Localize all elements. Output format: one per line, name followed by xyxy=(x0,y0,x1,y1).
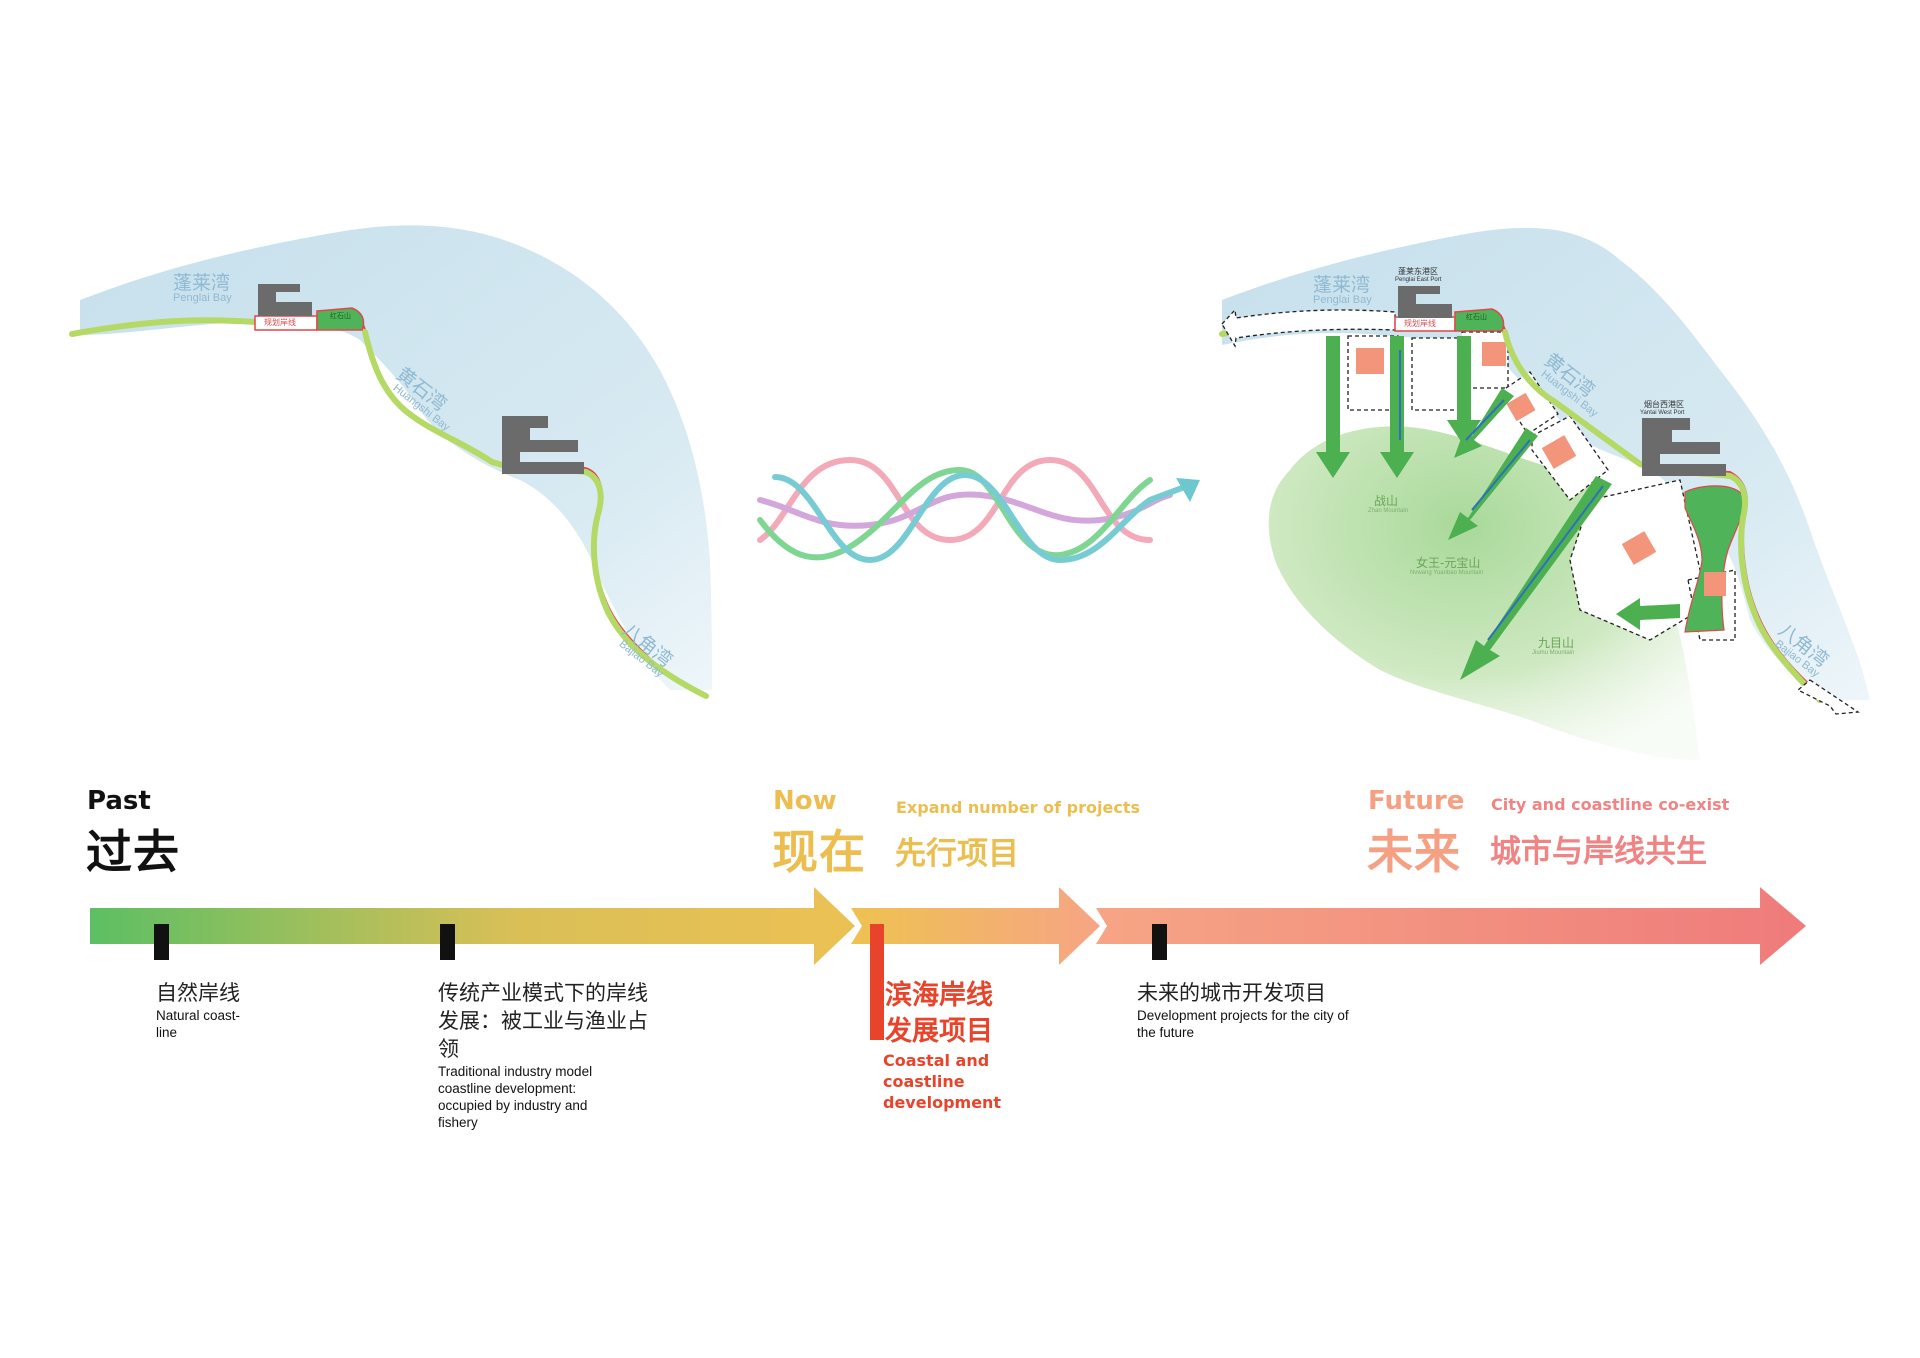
milestone-natural-en: Natural coast-line xyxy=(156,1008,241,1040)
milestone-industry-en: Traditional industry model coastline dev… xyxy=(438,1064,593,1130)
braid-pink xyxy=(757,456,1153,544)
future-green-arrow xyxy=(1460,476,1612,680)
future-project-squares xyxy=(1356,342,1726,596)
future-planning-label: 规划岸线 xyxy=(1404,319,1436,328)
future-water xyxy=(1222,227,1870,701)
future-dashed-arrow-right xyxy=(1796,679,1860,715)
past-title-en: Past xyxy=(87,786,151,816)
milestone-tick-industry xyxy=(440,924,455,960)
future-project-square xyxy=(1506,392,1536,422)
future-block xyxy=(1411,337,1461,411)
milestone-tick-natural xyxy=(154,924,169,960)
past-port-building-2 xyxy=(502,416,584,474)
milestone-coastal-en: Coastal and coastline development xyxy=(883,1051,1002,1112)
zhanshan-label-en: Zhan Mountain xyxy=(1368,508,1409,514)
future-subtitle-en: City and coastline co-exist xyxy=(1491,795,1730,814)
milestone-future-cn: 未来的城市开发项目 xyxy=(1137,981,1326,1005)
future-yantai-port-label-cn: 烟台西港区 xyxy=(1644,400,1684,409)
past-penglai-label-cn: 蓬莱湾 xyxy=(173,272,231,294)
future-project-square xyxy=(1482,342,1506,366)
milestone-future-en: Development projects for the city of the… xyxy=(1137,1008,1349,1040)
braid-arrowhead xyxy=(1176,478,1200,502)
future-penglai-label-en: Penglai Bay xyxy=(1313,294,1372,306)
future-title-en: Future xyxy=(1368,786,1465,816)
future-title-cn: 未来 xyxy=(1367,825,1461,879)
nvwang-label-cn: 女王-元宝山 xyxy=(1416,556,1481,570)
zhanshan-label-cn: 战山 xyxy=(1374,494,1399,508)
timeline-bar-future xyxy=(1096,887,1806,965)
future-green-arrow xyxy=(1616,598,1680,630)
timeline-bar-now xyxy=(851,887,1100,965)
milestone-coastal-cn: 滨海岸线发展项目 xyxy=(885,980,993,1047)
milestone-tick-future xyxy=(1152,924,1167,960)
past-port-building-1 xyxy=(258,284,312,316)
future-blue-stripe xyxy=(1465,399,1505,441)
now-subtitle-cn: 先行项目 xyxy=(895,836,1019,872)
future-green-arrow xyxy=(1380,336,1414,478)
past-title-cn: 过去 xyxy=(86,825,180,879)
future-project-square xyxy=(1621,531,1657,565)
now-title-cn: 现在 xyxy=(772,825,866,879)
past-coast-green xyxy=(69,317,709,699)
future-blue-stripe xyxy=(1487,485,1604,641)
past-hongshi-label: 红石山 xyxy=(330,312,351,320)
timeline xyxy=(90,887,1806,1040)
jiumu-label-en: Jiumu Mountain xyxy=(1532,650,1575,656)
past-hongshi-green xyxy=(316,307,365,331)
future-dashed-arrow-left xyxy=(1221,308,1396,348)
past-penglai-label-en: Penglai Bay xyxy=(173,292,232,304)
future-port-building-1 xyxy=(1398,286,1452,318)
braid-green xyxy=(757,466,1153,561)
future-hongshi-green xyxy=(1454,308,1505,332)
braid xyxy=(757,456,1200,564)
future-penglai-port-label-cn: 蓬莱东港区 xyxy=(1398,267,1438,276)
future-blue-stripe xyxy=(1471,439,1531,511)
future-project-square xyxy=(1704,572,1726,596)
future-port-building-2 xyxy=(1642,418,1726,476)
future-yantai-port-label-en: Yantai West Port xyxy=(1640,410,1685,416)
future-project-square xyxy=(1356,348,1384,374)
milestone-natural-cn: 自然岸线 xyxy=(156,981,240,1005)
past-planning-label: 规划岸线 xyxy=(264,318,296,327)
future-penglai-label-cn: 蓬莱湾 xyxy=(1313,274,1371,296)
milestone-industry-cn: 传统产业模式下的岸线发展：被工业与渔业占领 xyxy=(438,981,648,1061)
now-title-en: Now xyxy=(773,786,837,816)
past-water xyxy=(80,225,712,690)
future-green-arrow xyxy=(1316,336,1350,478)
future-map xyxy=(1219,227,1870,760)
nvwang-label-en: Nvwang Yuanbao Mountain xyxy=(1410,570,1484,576)
now-subtitle-en: Expand number of projects xyxy=(896,798,1140,817)
timeline-bar-past xyxy=(90,887,855,965)
future-hongshi-label: 红石山 xyxy=(1466,313,1487,321)
braid-teal xyxy=(772,471,1193,564)
jiumu-label-cn: 九目山 xyxy=(1538,636,1575,650)
future-penglai-port-label-en: Penglai East Port xyxy=(1395,277,1442,283)
milestone-tick-coastal xyxy=(870,924,884,1040)
future-project-square xyxy=(1541,435,1577,469)
future-subtitle-cn: 城市与岸线共生 xyxy=(1490,834,1707,870)
future-blue-stripes xyxy=(1399,350,1604,641)
future-green-arrow xyxy=(1447,336,1481,446)
past-map xyxy=(69,225,712,699)
